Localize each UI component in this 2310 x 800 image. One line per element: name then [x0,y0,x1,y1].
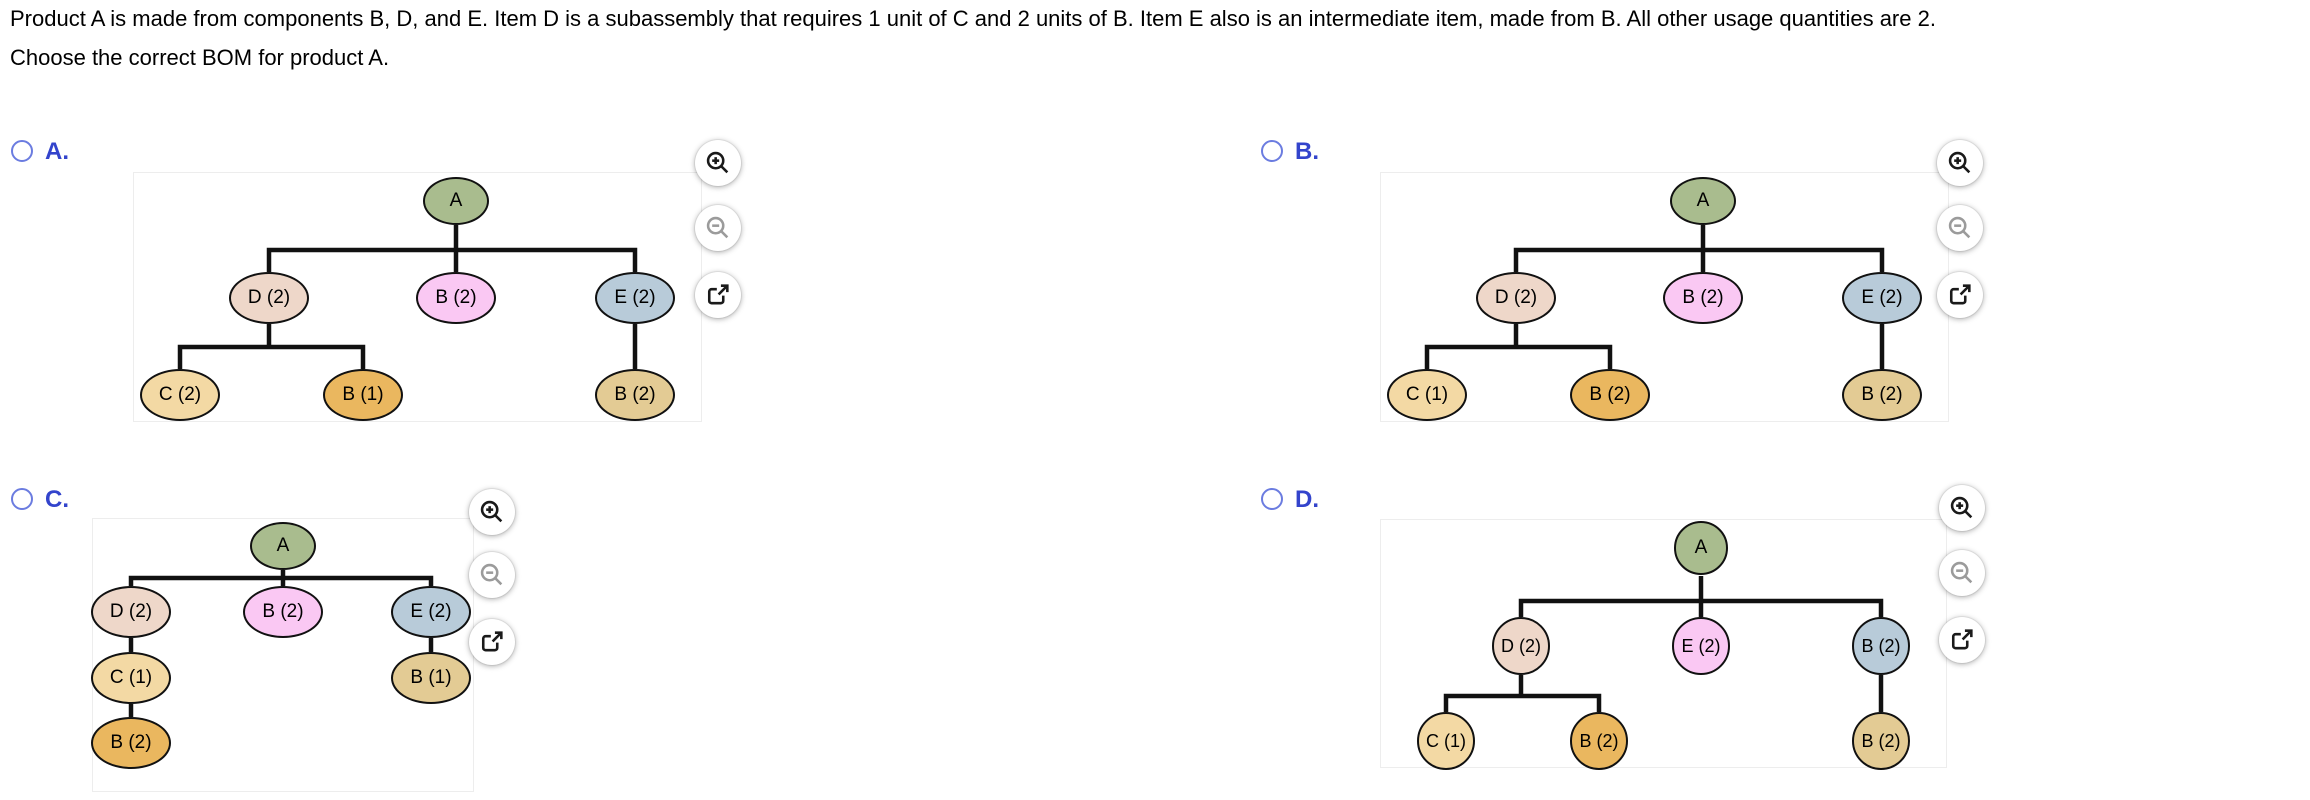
open-in-new-window-button[interactable] [695,272,741,318]
zoom-out-button[interactable] [469,552,515,598]
node-b-b-under-e: B (2) [1842,369,1922,421]
node-c-b: B (2) [243,586,323,638]
node-a-b-under-d: B (1) [323,369,403,421]
tree-connectors [1424,225,1885,369]
node-b-d: D (2) [1476,272,1556,324]
question-text: Product A is made from components B, D, … [10,6,1936,31]
external-link-icon [1951,629,1973,650]
node-a-e: E (2) [595,272,675,324]
bom-diagram-c: A D (2) B (2) E (2) C (1) B (1) B (2) [91,518,474,792]
tree-connectors [1443,576,1884,712]
zoom-out-icon [1948,216,1971,239]
zoom-in-icon [706,151,729,174]
zoom-in-button[interactable] [469,489,515,535]
node-c-e: E (2) [391,586,471,638]
zoom-in-icon [1948,151,1971,174]
external-link-icon [481,631,503,652]
open-in-new-window-button[interactable] [1937,272,1983,318]
open-in-new-window-button[interactable] [1939,617,1985,663]
bom-diagram-b: A D (2) B (2) E (2) C (1) B (2) B (2) [1380,172,1949,422]
node-d-b-under-b: B (2) [1852,712,1910,770]
node-c-c-under-d: C (1) [91,652,171,704]
zoom-out-button[interactable] [695,205,741,251]
option-c-label[interactable]: C. [45,486,69,513]
node-c-b-under-c: B (2) [91,717,171,769]
node-a-b-under-e: B (2) [595,369,675,421]
tree-connectors [177,225,638,369]
node-d-root: A [1674,521,1728,575]
zoom-in-button[interactable] [1939,485,1985,531]
node-d-b-under-d: B (2) [1570,712,1628,770]
radio-option-b[interactable] [1261,140,1283,162]
node-d-b: B (2) [1852,617,1910,675]
zoom-in-button[interactable] [1937,140,1983,186]
node-a-b: B (2) [416,272,496,324]
node-d-d: D (2) [1492,617,1550,675]
zoom-out-icon [706,216,729,239]
zoom-out-button[interactable] [1939,550,1985,596]
zoom-in-icon [480,500,503,523]
open-in-new-window-button[interactable] [469,619,515,665]
node-d-e: E (2) [1672,617,1730,675]
option-b-label[interactable]: B. [1295,138,1319,165]
zoom-out-button[interactable] [1937,205,1983,251]
node-a-root: A [423,177,489,225]
node-c-root: A [250,522,316,570]
tree-connectors [128,570,434,717]
radio-option-a[interactable] [11,140,33,162]
bom-diagram-a: A D (2) B (2) E (2) C (2) B (1) B (2) [133,172,702,422]
zoom-out-icon [480,563,503,586]
node-b-b-under-d: B (2) [1570,369,1650,421]
radio-option-c[interactable] [11,488,33,510]
node-b-root: A [1670,177,1736,225]
node-a-d: D (2) [229,272,309,324]
external-link-icon [1949,284,1971,305]
option-d-label[interactable]: D. [1295,486,1319,513]
node-c-b-under-e: B (1) [391,652,471,704]
bom-diagram-d: A D (2) E (2) B (2) C (1) B (2) B (2) [1380,519,1947,770]
node-b-c-under-d: C (1) [1387,369,1467,421]
external-link-icon [707,284,729,305]
node-a-c-under-d: C (2) [140,369,220,421]
node-b-b: B (2) [1663,272,1743,324]
option-a-label[interactable]: A. [45,138,69,165]
zoom-in-icon [1950,496,1973,519]
node-d-c-under-d: C (1) [1417,712,1475,770]
zoom-out-icon [1950,561,1973,584]
prompt-text: Choose the correct BOM for product A. [10,45,390,70]
radio-option-d[interactable] [1261,488,1283,510]
node-b-e: E (2) [1842,272,1922,324]
zoom-in-button[interactable] [695,140,741,186]
node-c-d: D (2) [91,586,171,638]
